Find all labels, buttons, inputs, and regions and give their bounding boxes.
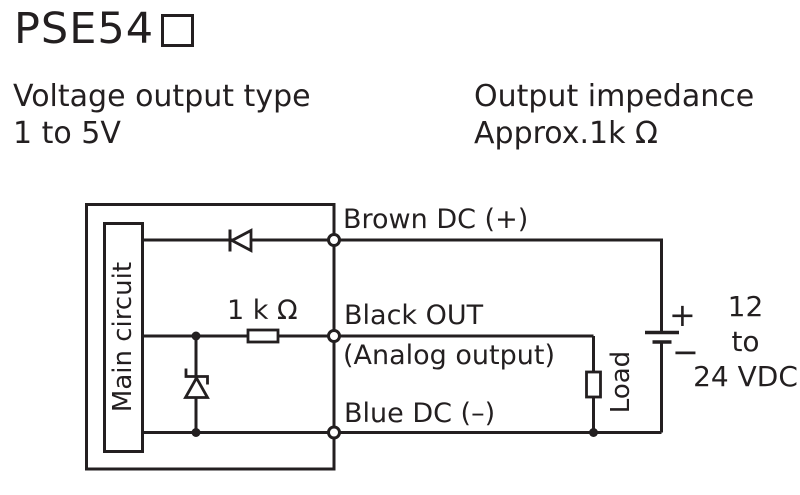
junction-dot bbox=[191, 428, 201, 437]
wire-label-brown: Brown DC (+) bbox=[343, 204, 529, 235]
model-title: PSE54 bbox=[14, 4, 195, 54]
wire-label-blue: Blue DC (–) bbox=[344, 398, 496, 429]
resistor-value-label: 1 k Ω bbox=[227, 295, 298, 326]
output-type-line1: Voltage output type bbox=[13, 79, 311, 114]
battery-minus-sign: − bbox=[672, 333, 699, 371]
impedance-note: Output impedance Approx.1k Ω bbox=[474, 78, 754, 152]
supply-voltage-label: 12 to 24 VDC bbox=[688, 289, 800, 394]
wire-label-black: Black OUT bbox=[344, 300, 484, 331]
protection-diode-icon bbox=[228, 228, 253, 253]
output-resistor-icon bbox=[246, 328, 280, 344]
terminal-blue bbox=[327, 425, 341, 440]
main-circuit-label: Main circuit bbox=[108, 261, 139, 413]
model-title-text: PSE54 bbox=[14, 4, 155, 54]
junction-dot bbox=[191, 331, 201, 341]
load-resistor-icon bbox=[585, 370, 602, 399]
battery-plus-sign: + bbox=[669, 296, 696, 334]
output-type-note: Voltage output type 1 to 5V bbox=[13, 78, 311, 152]
supply-line3: 24 VDC bbox=[693, 360, 798, 393]
main-circuit-box bbox=[103, 222, 144, 453]
battery-icon bbox=[645, 330, 679, 344]
junction-dot bbox=[589, 428, 598, 437]
terminal-black bbox=[327, 329, 341, 343]
wire-label-analog-output: (Analog output) bbox=[343, 340, 555, 371]
output-type-line2: 1 to 5V bbox=[13, 116, 121, 151]
brown-wire bbox=[142, 238, 663, 332]
impedance-line1: Output impedance bbox=[474, 79, 755, 114]
model-suffix-box-icon bbox=[161, 14, 195, 47]
impedance-line2: Approx.1k Ω bbox=[474, 116, 658, 151]
terminal-brown bbox=[327, 233, 341, 247]
load-label: Load bbox=[606, 350, 636, 414]
supply-line1: 12 bbox=[727, 290, 764, 323]
supply-line2: to bbox=[731, 325, 760, 358]
zener-diode-icon bbox=[183, 368, 210, 399]
